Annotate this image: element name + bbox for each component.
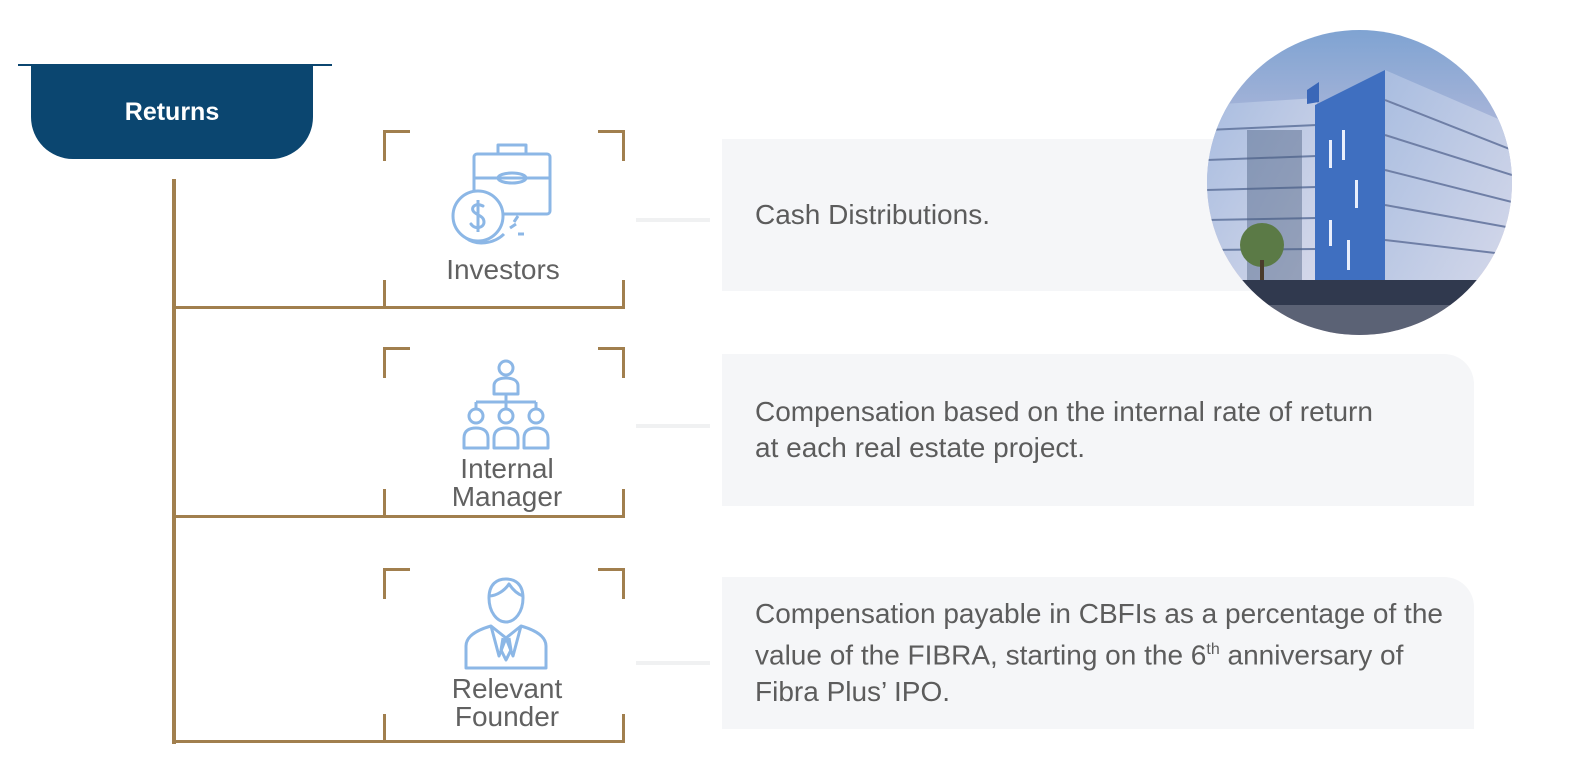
- header-tab-rule: [18, 64, 332, 66]
- branch-line-founder: [172, 740, 625, 743]
- bracket-bottom-left: [383, 280, 386, 307]
- row-label-investors: Investors: [446, 254, 560, 285]
- building-photo: [1207, 30, 1512, 335]
- description-internal-manager: Compensation based on the internal rate …: [755, 396, 1373, 463]
- description-investors: Cash Distributions.: [755, 199, 990, 230]
- row-label-internal-manager: Internal Manager: [451, 453, 563, 512]
- branch-line-manager: [172, 515, 625, 518]
- org-chart-icon: [462, 359, 550, 450]
- bracket-top-right: [598, 568, 625, 599]
- bracket-top-right: [598, 130, 625, 161]
- briefcase-money-icon: [451, 143, 552, 245]
- description-founder-main: Compensation payable in CBFIs as a perce…: [755, 598, 1443, 671]
- ordinal-suffix: th: [1206, 641, 1220, 659]
- bracket-top-left: [383, 568, 410, 599]
- bracket-bottom-right: [622, 489, 625, 516]
- bracket-top-right: [598, 347, 625, 378]
- tree-trunk-line: [172, 179, 176, 744]
- bracket-bottom-right: [622, 280, 625, 307]
- row-label-relevant-founder: Relevant Founder: [451, 673, 563, 732]
- connector-line: [636, 424, 710, 428]
- bracket-top-left: [383, 130, 410, 161]
- header-tab: Returns: [31, 66, 313, 159]
- description-card-internal-manager: Compensation based on the internal rate …: [722, 354, 1474, 506]
- connector-line: [636, 661, 710, 665]
- description-card-relevant-founder: Compensation payable in CBFIs as a perce…: [722, 577, 1474, 729]
- building-illustration: [1207, 30, 1512, 335]
- branch-line-investors: [172, 306, 625, 309]
- description-founder-end: anniversary of Fibra Plus’ IPO.: [755, 639, 1404, 707]
- businessman-icon: [464, 577, 548, 670]
- bracket-bottom-right: [622, 714, 625, 741]
- bracket-top-left: [383, 347, 410, 378]
- description-relevant-founder: Compensation payable in CBFIs as a perce…: [755, 596, 1455, 709]
- connector-line: [636, 218, 710, 222]
- bracket-bottom-left: [383, 489, 386, 516]
- header-title: Returns: [124, 98, 220, 126]
- bracket-bottom-left: [383, 714, 386, 741]
